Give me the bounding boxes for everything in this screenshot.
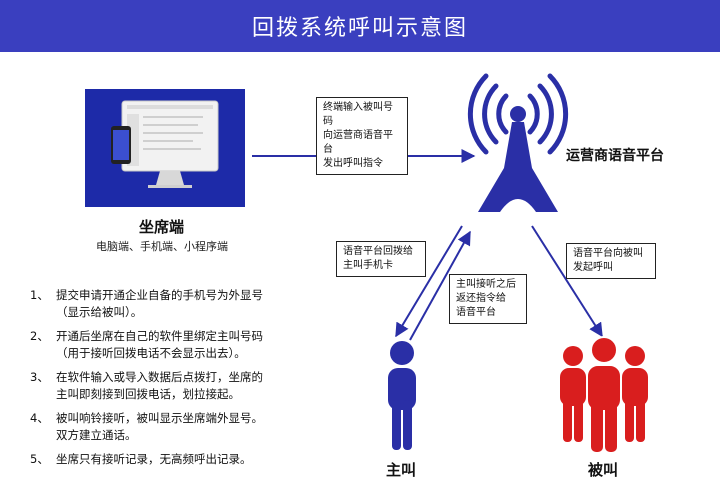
note-terminal-to-platform: 终端输入被叫号码 向运营商语音平台 发出呼叫指令 [316, 97, 408, 175]
callee-label: 被叫 [588, 461, 619, 479]
note-line: 终端输入被叫号码 [323, 102, 393, 127]
note-line: 语音平台 [456, 307, 496, 318]
note-platform-to-caller: 语音平台回拨给 主叫手机卡 [336, 241, 426, 277]
step-number: 2、 [30, 329, 49, 343]
step-number: 4、 [30, 411, 49, 425]
step-number: 5、 [30, 452, 49, 466]
note-line: 返还指令给 [456, 293, 506, 304]
step-line: （显示给被叫）。 [56, 305, 143, 319]
step-line: 坐席只有接听记录，无高频呼出记录。 [56, 452, 252, 466]
note-line: 语音平台回拨给 [343, 246, 413, 257]
step-item: 1、 提交申请开通企业自备的手机号为外显号 （显示给被叫）。 [30, 287, 330, 321]
caller-person-icon [388, 341, 416, 450]
step-item: 5、 坐席只有接听记录，无高频呼出记录。 [30, 451, 330, 468]
seat-subtitle: 电脑端、手机端、小程序端 [96, 240, 228, 253]
callee-group-icon [560, 336, 648, 452]
note-line: 语音平台向被叫 [573, 248, 643, 259]
header-bar: 回拨系统呼叫示意图 [0, 0, 720, 52]
step-number: 3、 [30, 370, 49, 384]
note-line: 主叫接听之后 [456, 279, 516, 290]
step-line: （用于接听回拨电话不会显示出去）。 [56, 346, 246, 360]
step-item: 2、 开通后坐席在自己的软件里绑定主叫号码 （用于接听回拨电话不会显示出去）。 [30, 328, 330, 362]
step-line: 双方建立通话。 [56, 428, 137, 442]
arrow-platform-to-caller [395, 225, 463, 338]
step-item: 4、 被叫响铃接听，被叫显示坐席端外显号。 双方建立通话。 [30, 410, 330, 444]
step-line: 开通后坐席在自己的软件里绑定主叫号码 [56, 329, 263, 343]
step-line: 主叫即刻接到回拨电话，划拉接起。 [56, 387, 240, 401]
signal-tower-icon [467, 73, 569, 155]
platform-label: 运营商语音平台 [566, 148, 664, 164]
seat-title: 坐席端 [139, 218, 185, 236]
step-line: 被叫响铃接听，被叫显示坐席端外显号。 [56, 411, 263, 425]
step-line: 在软件输入或导入数据后点拨打，坐席的 [56, 370, 263, 384]
arrow-platform-to-callee [531, 225, 603, 338]
tower-body [478, 106, 558, 212]
steps-list: 1、 提交申请开通企业自备的手机号为外显号 （显示给被叫）。 2、 开通后坐席在… [30, 287, 330, 475]
note-line: 发出呼叫指令 [323, 158, 383, 169]
step-item: 3、 在软件输入或导入数据后点拨打，坐席的 主叫即刻接到回拨电话，划拉接起。 [30, 369, 330, 403]
note-line: 主叫手机卡 [343, 260, 393, 271]
caller-label: 主叫 [386, 461, 417, 479]
step-line: 提交申请开通企业自备的手机号为外显号 [56, 288, 263, 302]
note-platform-to-callee: 语音平台向被叫 发起呼叫 [566, 243, 656, 279]
note-line: 发起呼叫 [573, 262, 613, 273]
note-caller-to-platform: 主叫接听之后 返还指令给 语音平台 [449, 274, 527, 324]
step-number: 1、 [30, 288, 49, 302]
note-line: 向运营商语音平台 [323, 130, 393, 155]
page-title: 回拨系统呼叫示意图 [251, 16, 468, 41]
seat-terminal-illustration [85, 89, 245, 207]
arrow-caller-to-platform [409, 230, 471, 341]
